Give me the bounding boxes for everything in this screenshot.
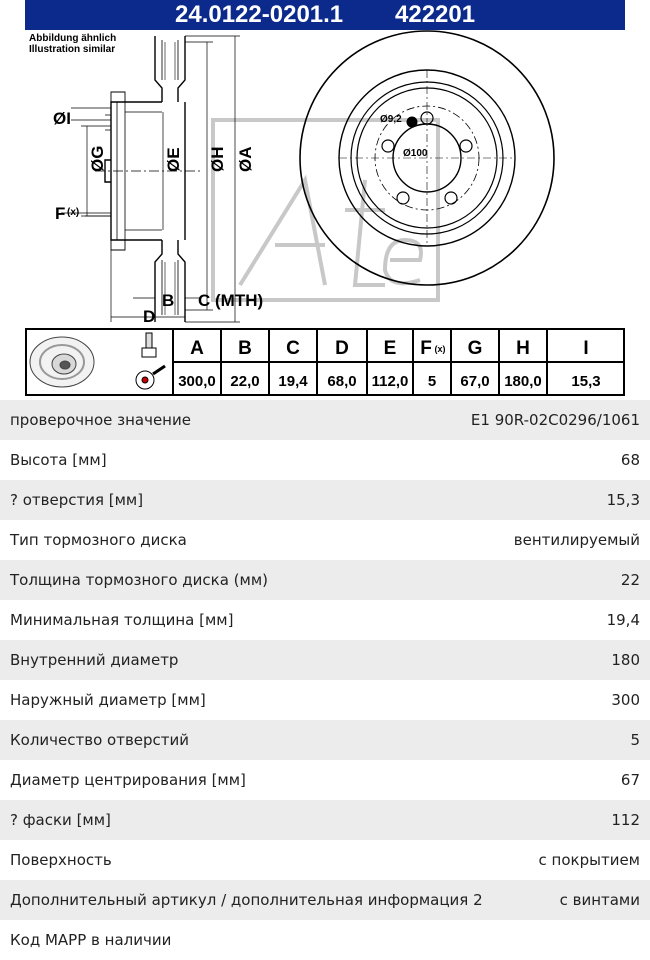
- value-c: 19,4: [278, 373, 308, 390]
- spec-row: Тип тормозного диска вентилируемый: [0, 520, 650, 560]
- col-header-h: H: [516, 338, 530, 359]
- spec-row: Наружный диаметр [мм] 300: [0, 680, 650, 720]
- label-dim-e: ØE: [164, 147, 183, 172]
- spec-value: 19,4: [606, 611, 640, 629]
- spec-row: Минимальная толщина [мм] 19,4: [0, 600, 650, 640]
- spec-row: Дополнительный артикул / дополнительная …: [0, 880, 650, 920]
- label-dim-d: D: [143, 307, 155, 326]
- col-header-f: F: [420, 338, 432, 359]
- spec-label: Наружный диаметр [мм]: [10, 691, 206, 709]
- wrench-icon: [135, 364, 166, 390]
- illustration-note-1: Abbildung ähnlich: [29, 33, 116, 44]
- disc-front-view: [299, 30, 555, 286]
- ate-watermark-logo: [211, 118, 440, 302]
- spec-label: Внутренний диаметр: [10, 651, 179, 669]
- spec-row: Количество отверстий 5: [0, 720, 650, 760]
- disc-thumbnail-icon: [29, 336, 95, 388]
- spec-label: Диаметр центрирования [мм]: [10, 771, 246, 789]
- value-b: 22,0: [230, 373, 259, 390]
- spec-value: с винтами: [559, 891, 640, 909]
- value-g: 67,0: [460, 373, 489, 390]
- short-number: 422201: [395, 1, 476, 28]
- label-dim-c: C (MTH): [198, 291, 263, 310]
- bolt-hole-label: Ø9,2: [380, 114, 402, 125]
- spec-row: ? фаски [мм] 112: [0, 800, 650, 840]
- value-e: 112,0: [372, 373, 409, 390]
- spec-value: E1 90R-02C0296/1061: [470, 411, 640, 429]
- col-header-b: B: [238, 338, 252, 359]
- col-header-a: A: [190, 338, 204, 359]
- spec-row: Код MAPP в наличии: [0, 920, 650, 960]
- label-dim-i: ØI: [53, 109, 71, 128]
- spec-value: вентилируемый: [513, 531, 640, 549]
- col-header-f-sub: (x): [435, 344, 446, 354]
- spec-row: Поверхность с покрытием: [0, 840, 650, 880]
- disc-cross-section: [61, 35, 240, 323]
- col-header-i: I: [583, 338, 588, 359]
- spec-row: Высота [мм] 68: [0, 440, 650, 480]
- value-f: 5: [428, 373, 436, 390]
- spec-value: 22: [620, 571, 640, 589]
- col-header-c: C: [286, 338, 300, 359]
- col-header-d: D: [335, 338, 349, 359]
- col-header-e: E: [384, 338, 397, 359]
- spec-row: проверочное значение E1 90R-02C0296/1061: [0, 400, 650, 440]
- spec-value: 68: [620, 451, 640, 469]
- spec-value: 300: [611, 691, 640, 709]
- label-dim-f: F: [55, 204, 65, 223]
- label-dim-f-sub: (x): [67, 207, 79, 218]
- spec-label: ? фаски [мм]: [10, 811, 111, 829]
- pcd-label: Ø100: [403, 148, 428, 159]
- spec-value: 112: [611, 811, 640, 829]
- spec-label: Количество отверстий: [10, 731, 190, 749]
- label-dim-g: ØG: [88, 146, 107, 172]
- col-header-g: G: [468, 338, 483, 359]
- spec-value: с покрытием: [538, 851, 640, 869]
- label-dim-a: ØA: [236, 147, 255, 173]
- article-number: 24.0122-0201.1: [175, 1, 344, 28]
- spec-value: 5: [630, 731, 640, 749]
- value-a: 300,0: [178, 373, 216, 390]
- value-h: 180,0: [504, 373, 542, 390]
- dimension-table: A B C D E F (x) G H I 300,0 22,0 19,4 68…: [25, 328, 625, 396]
- spec-row: Внутренний диаметр 180: [0, 640, 650, 680]
- label-dim-h: ØH: [208, 147, 227, 173]
- brake-disc-drawing: Abbildung ähnlich Illustration similar: [29, 30, 555, 326]
- spec-label: Тип тормозного диска: [10, 531, 187, 549]
- value-i: 15,3: [571, 373, 600, 390]
- spec-row: ? отверстия [мм] 15,3: [0, 480, 650, 520]
- label-dim-b: B: [162, 291, 174, 310]
- spec-row: Толщина тормозного диска (мм) 22: [0, 560, 650, 600]
- spec-value: 67: [620, 771, 640, 789]
- illustration-note-2: Illustration similar: [29, 44, 115, 55]
- title-bar: 24.0122-0201.1 422201: [25, 0, 625, 30]
- spec-label: Дополнительный артикул / дополнительная …: [10, 891, 483, 909]
- spec-label: проверочное значение: [10, 411, 191, 429]
- spec-row: Диаметр центрирования [мм] 67: [0, 760, 650, 800]
- spec-label: Толщина тормозного диска (мм): [10, 571, 269, 589]
- spec-value: 180: [611, 651, 640, 669]
- spec-label: Поверхность: [10, 851, 112, 869]
- spec-value: 15,3: [606, 491, 640, 509]
- spec-label: Минимальная толщина [мм]: [10, 611, 234, 629]
- value-d: 68,0: [327, 373, 356, 390]
- spec-label: Код MAPP в наличии: [10, 931, 172, 949]
- spec-label: Высота [мм]: [10, 451, 107, 469]
- bolt-icon: [141, 332, 157, 358]
- spec-label: ? отверстия [мм]: [10, 491, 144, 509]
